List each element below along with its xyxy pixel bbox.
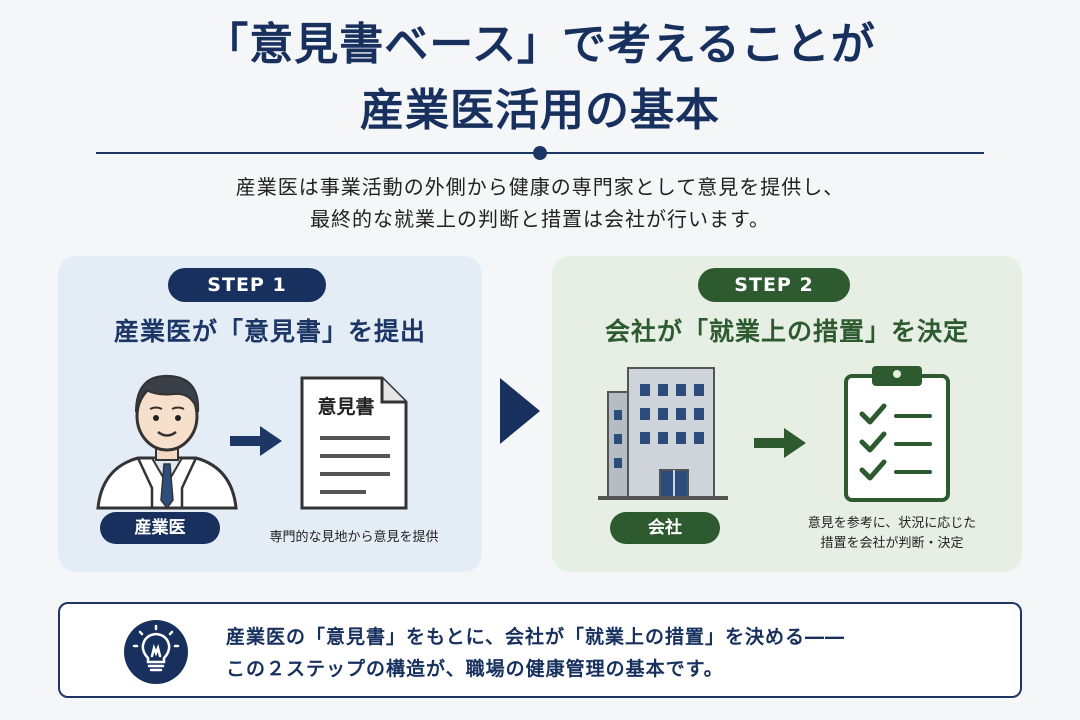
document-label: 意見書 [317,396,375,418]
company-badge: 会社 [610,512,720,544]
page-title-line2: 産業医活用の基本 [360,85,720,136]
arrow-right-icon [230,426,282,460]
step2-panel: STEP 2 会社が「就業上の措置」を決定 [552,256,1022,572]
step2-pill: STEP 2 [698,268,850,302]
summary-text-line2: この２ステップの構造が、職場の健康管理の基本です。 [226,658,724,680]
step2-caption-line1: 意見を参考に、状況に応じた [807,516,977,531]
arrow-right-icon [754,428,806,462]
step2-heading: 会社が「就業上の措置」を決定 [604,317,969,346]
doctor-badge: 産業医 [100,512,220,544]
step1-heading: 産業医が「意見書」を提出 [113,317,426,346]
document-icon: 意見書 [298,374,410,516]
chevron-right-icon [496,378,540,448]
building-icon [598,364,728,506]
intro-text-line1: 産業医は事業活動の外側から健康の専門家として意見を提供し、 [235,175,845,199]
step1-caption: 専門的な見地から意見を提供 [269,530,439,545]
doctor-icon [92,360,242,514]
step2-caption: 意見を参考に、状況に応じた 措置を会社が判断・決定 [788,514,996,554]
summary-text-line1: 産業医の「意見書」をもとに、会社が「就業上の措置」を決める―― [226,626,846,648]
title-divider-dot [533,146,547,160]
step1-pill: STEP 1 [168,268,326,302]
step1-panel: STEP 1 産業医が「意見書」を提出 [58,256,482,572]
intro-text-line2: 最終的な就業上の判断と措置は会社が行います。 [310,207,770,231]
summary-box: 産業医の「意見書」をもとに、会社が「就業上の措置」を決める―― この２ステップの… [58,602,1022,698]
clipboard-checklist-icon [842,364,952,508]
step2-caption-line2: 措置を会社が判断・決定 [820,536,964,551]
lightbulb-icon [124,620,188,684]
page-title-line1: 「意見書ベース」で考えることが [204,19,876,70]
